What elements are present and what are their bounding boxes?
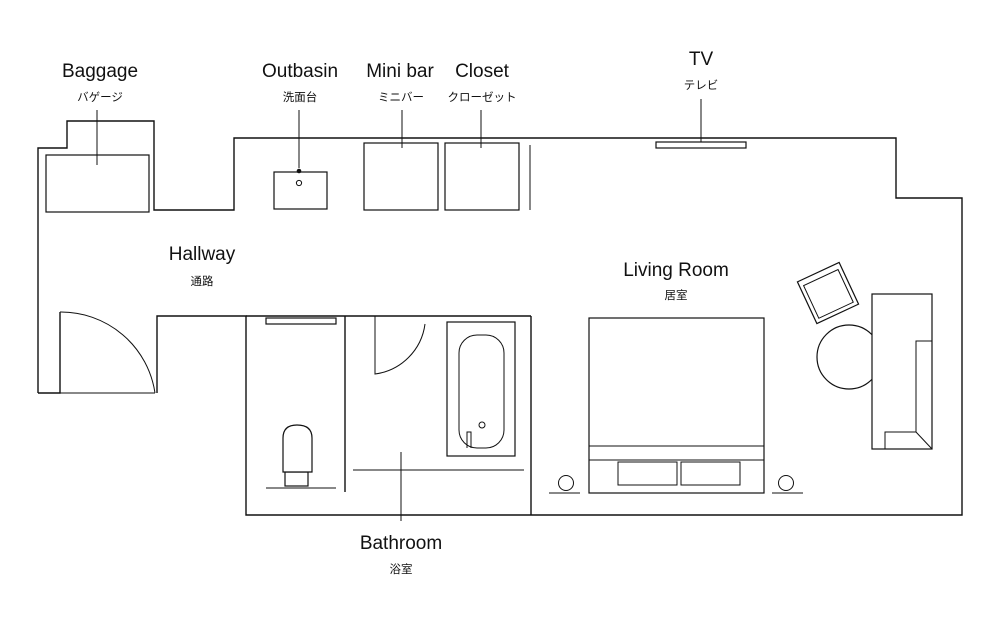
label-tv-jp: テレビ xyxy=(684,78,719,92)
label-bathroom-jp: 浴室 xyxy=(390,562,413,576)
label-outbasin-jp: 洗面台 xyxy=(283,90,318,104)
bathroom-door xyxy=(374,316,426,375)
entry-door xyxy=(59,311,156,394)
armchair xyxy=(796,261,860,325)
bathroom xyxy=(246,315,532,515)
label-tv: TV xyxy=(689,49,714,70)
leader-lines xyxy=(96,99,702,521)
entry-wall-left xyxy=(38,312,61,394)
label-minibar: Mini bar xyxy=(366,61,434,82)
label-living-room: Living Room xyxy=(623,260,729,281)
bathtub xyxy=(446,321,516,457)
entry-door-swing xyxy=(59,311,156,394)
label-outbasin: Outbasin xyxy=(262,61,338,82)
nightstand-lamps xyxy=(549,475,803,494)
bathroom-shelf xyxy=(265,317,337,325)
closet-cabinet xyxy=(444,142,520,211)
label-closet-jp: クローゼット xyxy=(448,90,517,104)
label-hallway-jp: 通路 xyxy=(191,274,214,288)
pillow-left xyxy=(617,461,678,486)
label-hallway: Hallway xyxy=(169,244,236,265)
minibar-cabinet xyxy=(363,142,439,211)
label-baggage-jp: バゲージ xyxy=(77,90,123,104)
pillow-right xyxy=(680,461,741,486)
sofa xyxy=(871,293,933,450)
top-wall xyxy=(37,120,963,516)
tv-unit xyxy=(655,141,747,149)
label-bathroom: Bathroom xyxy=(360,533,442,554)
label-minibar-jp: ミニバー xyxy=(378,90,424,104)
label-living-room-jp: 居室 xyxy=(665,288,688,302)
bed xyxy=(588,317,765,494)
outbasin-sink xyxy=(273,168,328,210)
toilet xyxy=(266,424,336,489)
label-closet: Closet xyxy=(455,61,510,82)
label-baggage: Baggage xyxy=(62,61,138,82)
